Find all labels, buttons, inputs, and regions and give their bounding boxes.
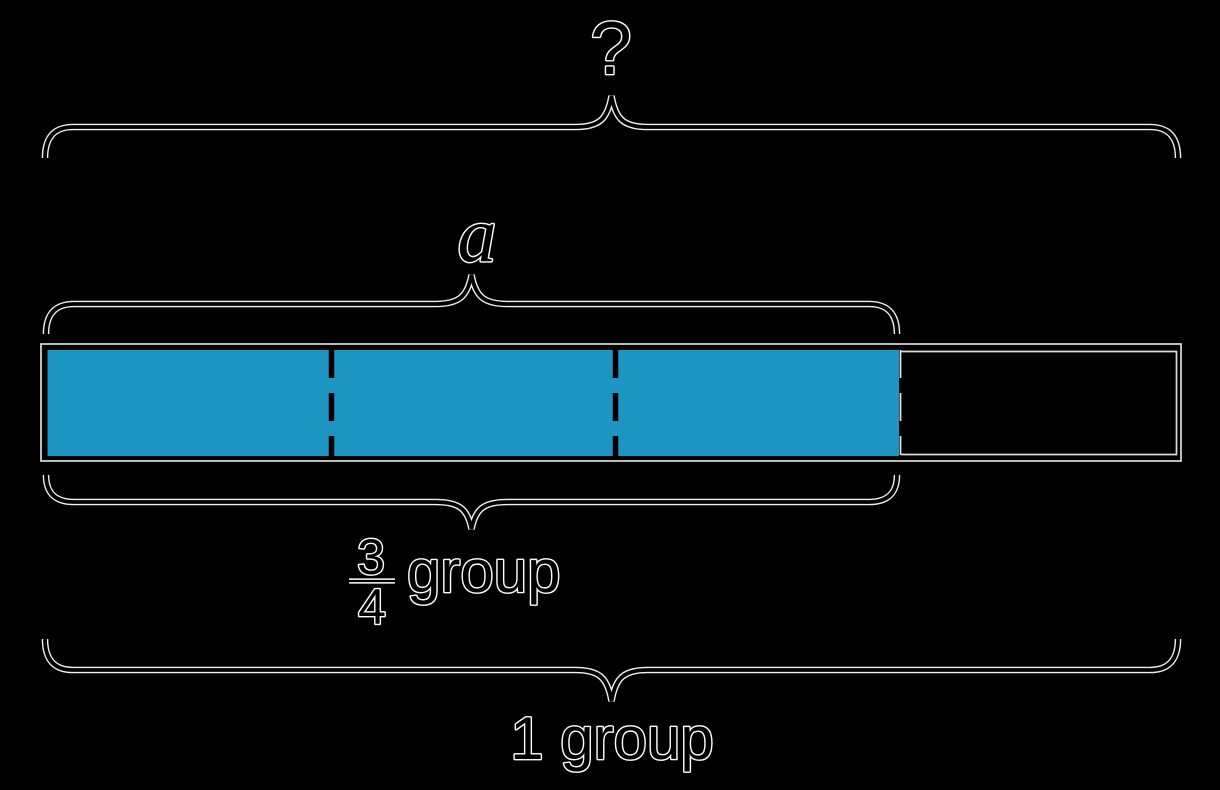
top-brace bbox=[41, 95, 1182, 159]
bar-outer-border bbox=[40, 343, 1182, 462]
one-group-brace bbox=[41, 638, 1182, 702]
three-fourths-group-label: 3 4 group bbox=[349, 528, 562, 636]
shaded-brace bbox=[42, 274, 901, 335]
total-question-label: ? bbox=[590, 6, 632, 90]
bar-unshaded-segment bbox=[901, 350, 1178, 456]
whole-group-label: 1 group bbox=[510, 705, 714, 772]
fraction-denominator: 4 bbox=[358, 579, 386, 635]
fraction-numerator: 3 bbox=[357, 529, 385, 585]
bar-shaded-segment bbox=[47, 350, 899, 456]
shaded-length-variable-label: a bbox=[458, 191, 497, 278]
three-fourths-brace bbox=[42, 474, 901, 530]
fraction-unit-label: group bbox=[407, 538, 560, 605]
